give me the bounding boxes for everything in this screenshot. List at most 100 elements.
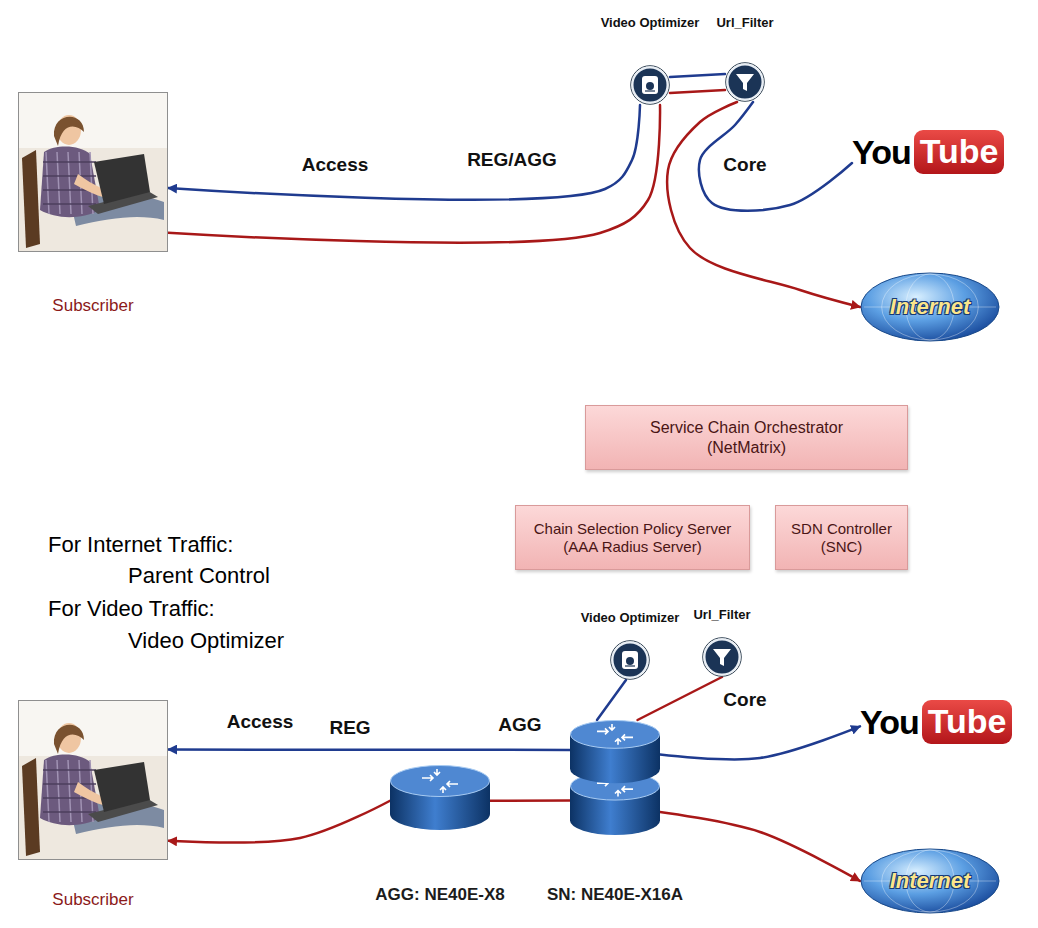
cloud-shape [239, 100, 439, 215]
traffic-path [168, 801, 390, 843]
server-box: Chain Selection Policy Server (AAA Radiu… [515, 505, 750, 570]
router-symbol [570, 720, 660, 835]
cloud-label: REG [329, 717, 370, 739]
traffic-path [699, 102, 852, 211]
logo-word: Tube [922, 700, 1013, 744]
traffic-path [638, 677, 723, 720]
globe-shape [861, 273, 999, 341]
server-label: Service Chain Orchestrator (NetMatrix) [627, 418, 867, 456]
server-label: SDN Controller (SNC) [782, 520, 901, 556]
service-symbol [725, 62, 765, 102]
router-label: SN: NE40E-X16A [547, 885, 683, 905]
hair [54, 725, 84, 754]
chair [22, 758, 40, 856]
traffic-path [660, 812, 860, 881]
service-label: Url_Filter [716, 15, 773, 30]
cloud-shape [638, 685, 840, 849]
globe-meridian [882, 274, 979, 340]
service-icon: Url_Filter [702, 637, 742, 677]
photo-wall [19, 93, 167, 148]
logo-word: Tube [914, 130, 1005, 174]
traffic-path [168, 105, 640, 200]
funnel-glyph [713, 649, 731, 666]
cloud-label: Access [227, 711, 294, 733]
subscriber-label: Subscriber [52, 296, 133, 316]
disk-glyph [642, 76, 658, 94]
service-label: Video Optimizer [581, 610, 680, 625]
router-node: AGG: NE40E-X8 [390, 765, 490, 830]
youtube-logo: YouTube [852, 130, 1004, 174]
hair [54, 117, 84, 146]
cloud-label: Access [302, 154, 369, 176]
network-cloud: Access [205, 695, 350, 870]
traffic-path [490, 799, 570, 802]
cloud-label: REG/AGG [467, 149, 557, 171]
server-box: Service Chain Orchestrator (NetMatrix) [585, 405, 908, 470]
disk-glyph [622, 651, 638, 669]
bullet-text: For Internet Traffic: [48, 532, 233, 558]
plaid-line [43, 783, 96, 785]
router-arrows [597, 724, 633, 745]
router-label: AGG: NE40E-X8 [375, 885, 504, 905]
globe-label: Internet [890, 868, 971, 894]
cloud-label: Core [723, 689, 766, 711]
network-cloud: Access [210, 95, 470, 220]
icon-ring [611, 641, 650, 680]
bullet-dot [28, 540, 38, 550]
cloud-shape [215, 717, 338, 848]
icon-ring [703, 638, 742, 677]
globe-shape [861, 849, 999, 913]
bullet-dot [28, 604, 38, 614]
traffic-path [168, 748, 570, 751]
service-icon: Url_Filter [725, 62, 765, 102]
cloud-label: Core [723, 154, 766, 176]
service-label: Url_Filter [693, 607, 750, 622]
traffic-path [670, 90, 725, 93]
subscriber-node: Subscriber [18, 700, 168, 860]
bullet-text: For Video Traffic: [48, 596, 215, 622]
laptop-screen [94, 154, 150, 204]
internet-globe: Internet [860, 848, 1000, 914]
service-symbol [610, 640, 650, 680]
server-label: Chain Selection Policy Server (AAA Radiu… [522, 520, 743, 556]
router-symbol [390, 765, 490, 830]
service-symbol [702, 637, 742, 677]
bottom-panel [1, 401, 1038, 928]
subscriber-photo [18, 92, 168, 252]
icon-ring [631, 66, 670, 105]
laptop-screen [94, 762, 150, 812]
transition-arrow [527, 368, 585, 400]
disk-glyph [646, 82, 654, 90]
chair [22, 150, 40, 248]
service-label: Video Optimizer [601, 15, 700, 30]
plaid-line [43, 175, 96, 177]
photo-frame [19, 93, 168, 252]
disk-glyph [645, 90, 655, 91]
icon-disc [633, 68, 668, 103]
router-arrows [422, 769, 458, 793]
traffic-path [660, 726, 860, 759]
plaid-line [43, 769, 96, 771]
disk-glyph [626, 657, 634, 665]
icon-disc [728, 65, 763, 100]
plaid-line [43, 203, 96, 205]
cloud-shape [659, 95, 819, 220]
service-icon: Video Optimizer [610, 640, 650, 680]
traffic-path [670, 74, 725, 77]
icon-disc [705, 640, 740, 675]
top-panel [1, 1, 1038, 386]
youtube-logo: YouTube [860, 700, 1012, 744]
subscriber-photo [18, 700, 168, 860]
photo-wall [19, 701, 167, 756]
cloud-shape [456, 92, 636, 212]
bullet-text: Parent Control [128, 563, 270, 589]
funnel-glyph [736, 74, 754, 91]
icon-ring [726, 63, 765, 102]
globe-label: Internet [890, 294, 971, 320]
cloud-label: AGG [498, 714, 541, 736]
icon-disc [613, 643, 648, 678]
server-box: SDN Controller (SNC) [775, 505, 908, 570]
disk-glyph [625, 665, 635, 666]
traffic-path [597, 680, 626, 720]
